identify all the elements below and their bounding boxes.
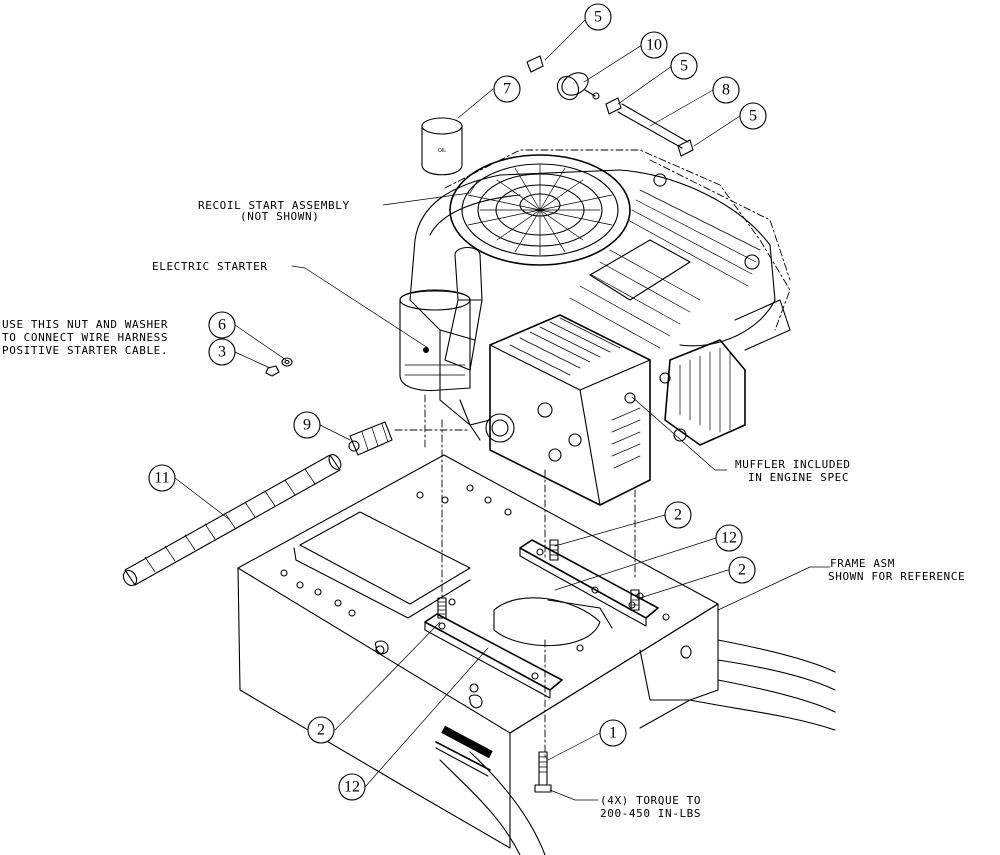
note-torque: (4X) TORQUE TO 200-450 IN-LBS xyxy=(600,794,701,820)
part-10-fitting xyxy=(556,72,600,101)
recoil-fan xyxy=(449,154,631,266)
svg-text:(4X) TORQUE TO: (4X) TORQUE TO xyxy=(600,794,701,807)
svg-text:3: 3 xyxy=(218,344,226,361)
svg-text:200-450 IN-LBS: 200-450 IN-LBS xyxy=(600,807,701,820)
leader-lines xyxy=(174,16,831,801)
svg-text:9: 9 xyxy=(303,417,311,434)
part-1-bolt xyxy=(534,751,552,793)
cooling-fins xyxy=(569,189,761,349)
svg-text:2: 2 xyxy=(738,562,746,579)
svg-text:8: 8 xyxy=(722,82,730,99)
callout-6: 6 xyxy=(208,311,236,339)
svg-text:ELECTRIC STARTER: ELECTRIC STARTER xyxy=(152,260,268,273)
svg-text:7: 7 xyxy=(503,81,511,98)
part-3-nut xyxy=(265,365,280,377)
part-9-fitting xyxy=(348,421,393,456)
svg-text:MUFFLER INCLUDED: MUFFLER INCLUDED xyxy=(735,458,851,471)
part-6-washer xyxy=(281,357,293,367)
svg-text:POSITIVE STARTER CABLE.: POSITIVE STARTER CABLE. xyxy=(2,344,168,357)
callout-2-right-bottom: 2 xyxy=(728,556,756,584)
frame-assembly xyxy=(237,454,836,855)
svg-text:5: 5 xyxy=(749,108,757,125)
note-electric-starter: ELECTRIC STARTER xyxy=(152,260,268,273)
svg-text:2: 2 xyxy=(317,722,325,739)
note-muffler: MUFFLER INCLUDED IN ENGINE SPEC xyxy=(735,458,851,484)
svg-text:USE THIS NUT AND WASHER: USE THIS NUT AND WASHER xyxy=(2,318,168,331)
svg-text:FRAME ASM: FRAME ASM xyxy=(830,557,895,570)
frame-holes xyxy=(280,484,670,693)
part-5-clamps xyxy=(526,55,694,157)
svg-text:IN ENGINE SPEC: IN ENGINE SPEC xyxy=(748,471,849,484)
note-nut-washer: USE THIS NUT AND WASHER TO CONNECT WIRE … xyxy=(2,318,168,357)
callout-5-middle: 5 xyxy=(670,52,698,80)
callout-7: 7 xyxy=(493,75,521,103)
starter-motor xyxy=(399,289,471,392)
callout-12-left: 12 xyxy=(338,773,366,801)
svg-text:(NOT SHOWN): (NOT SHOWN) xyxy=(240,210,319,223)
muffler xyxy=(653,173,791,446)
callout-3: 3 xyxy=(208,338,236,366)
oil-bottle-label: OIL xyxy=(438,148,446,154)
callout-5-bottom: 5 xyxy=(739,102,767,130)
callout-5-top: 5 xyxy=(584,3,612,31)
svg-text:12: 12 xyxy=(344,779,360,796)
svg-text:10: 10 xyxy=(646,37,662,54)
svg-text:5: 5 xyxy=(680,58,688,75)
note-recoil-start: RECOIL START ASSEMBLY (NOT SHOWN) xyxy=(198,199,350,223)
svg-text:1: 1 xyxy=(609,725,617,742)
callout-9: 9 xyxy=(293,411,321,439)
svg-text:12: 12 xyxy=(721,530,737,547)
callout-2-right-top: 2 xyxy=(664,501,692,529)
svg-text:SHOWN FOR REFERENCE: SHOWN FOR REFERENCE xyxy=(828,570,965,583)
part-11-tube xyxy=(122,454,342,587)
callout-1: 1 xyxy=(599,719,627,747)
svg-text:6: 6 xyxy=(218,317,226,334)
engine-assembly xyxy=(399,149,791,506)
callout-10: 10 xyxy=(640,31,668,59)
air-filter-housing xyxy=(485,314,651,506)
callout-8: 8 xyxy=(712,76,740,104)
callout-12-right: 12 xyxy=(715,524,743,552)
svg-text:RECOIL START ASSEMBLY: RECOIL START ASSEMBLY xyxy=(198,199,350,212)
part-2-studs xyxy=(437,539,640,619)
part-7-oil-bottle: OIL xyxy=(421,117,463,176)
callout-11: 11 xyxy=(148,464,176,492)
note-frame-asm: FRAME ASM SHOWN FOR REFERENCE xyxy=(828,557,965,583)
svg-text:TO CONNECT WIRE HARNESS: TO CONNECT WIRE HARNESS xyxy=(2,331,168,344)
assembly-centerlines xyxy=(394,394,636,761)
part-12-plates xyxy=(424,539,659,699)
svg-text:5: 5 xyxy=(594,9,602,26)
svg-text:2: 2 xyxy=(674,507,682,524)
svg-text:11: 11 xyxy=(154,470,169,487)
callout-2-left: 2 xyxy=(307,716,335,744)
